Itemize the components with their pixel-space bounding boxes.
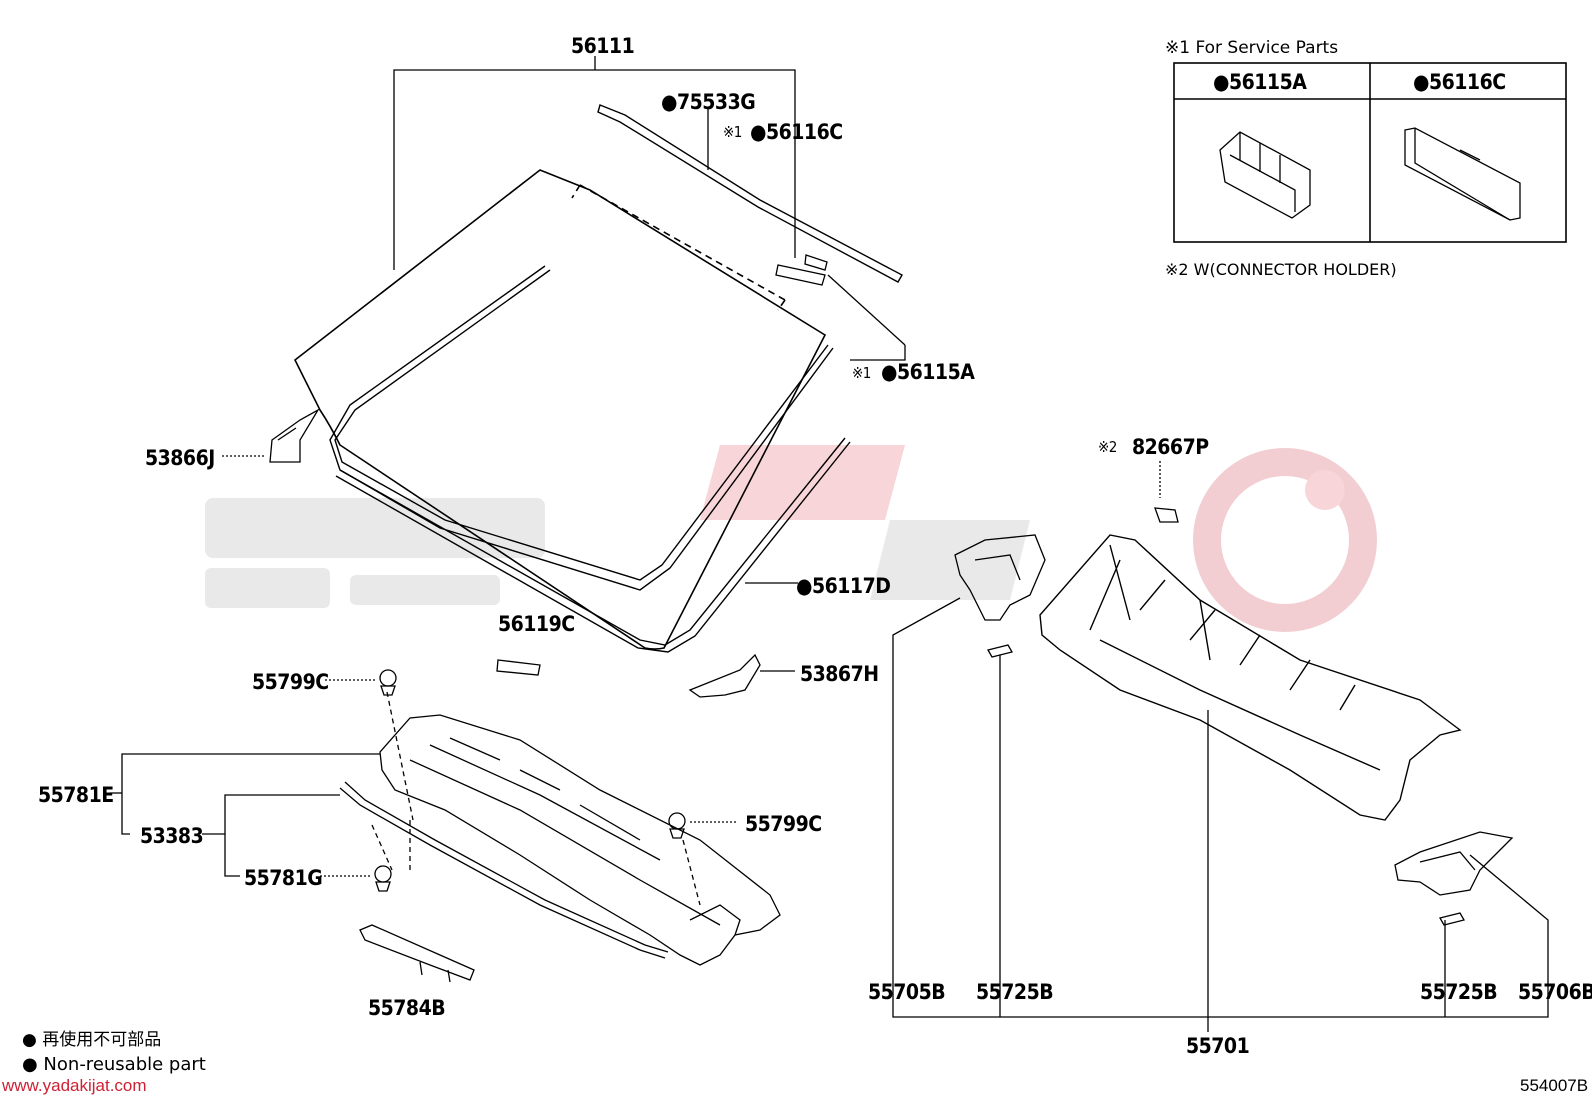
service-clips bbox=[496, 254, 828, 676]
diagram-code: 554007B bbox=[1520, 1076, 1589, 1095]
label-55781G: 55781G bbox=[244, 866, 323, 890]
bracket-55784B bbox=[359, 924, 475, 983]
label-56115A: ●56115A bbox=[881, 360, 975, 384]
cowl-louver-55781E bbox=[379, 714, 781, 966]
service-parts-title: ※1 For Service Parts bbox=[1165, 38, 1339, 58]
clip-82667P bbox=[1154, 507, 1179, 523]
seal-53383 bbox=[339, 781, 669, 959]
label-56119C: 56119C bbox=[498, 612, 575, 636]
service-part-56116C-icon bbox=[1404, 127, 1521, 221]
label-53866J: 53866J bbox=[145, 446, 215, 470]
label-55725B-left: 55725B bbox=[976, 980, 1054, 1004]
label-56117D: ●56117D bbox=[796, 574, 891, 598]
service-parts-table bbox=[1173, 62, 1567, 243]
watermark-url: www.yadakijat.com bbox=[2, 1076, 147, 1095]
windshield-glass bbox=[293, 169, 827, 650]
label-55706B: 55706B bbox=[1518, 980, 1592, 1004]
label-55705B: 55705B bbox=[868, 980, 946, 1004]
label-55701: 55701 bbox=[1186, 1034, 1250, 1058]
label-55781E: 55781E bbox=[38, 783, 114, 807]
service-parts-col1: ●56115A bbox=[1213, 70, 1307, 94]
label-55799C-right: 55799C bbox=[745, 812, 822, 836]
bracket-55705B bbox=[954, 534, 1046, 621]
clips-55799C bbox=[374, 669, 686, 892]
leader-lines bbox=[110, 56, 1549, 1032]
service-part-56115A-icon bbox=[1219, 131, 1311, 219]
service-parts-col2: ●56116C bbox=[1413, 70, 1506, 94]
cowl-panel-55701 bbox=[1039, 534, 1462, 821]
watermark-logo bbox=[205, 445, 1377, 632]
upper-molding-75533G bbox=[597, 104, 903, 283]
legend-jp: ● 再使用不可部品 bbox=[22, 1030, 162, 1050]
label-82667P-mark: ※2 bbox=[1098, 438, 1117, 456]
label-53867H: 53867H bbox=[800, 662, 879, 686]
label-56116C-mark: ※1 bbox=[723, 123, 742, 141]
label-56111: 56111 bbox=[571, 34, 635, 58]
label-82667P: 82667P bbox=[1132, 435, 1209, 459]
label-56115A-mark: ※1 bbox=[852, 364, 871, 382]
bracket-55706B bbox=[1394, 831, 1514, 896]
label-53383: 53383 bbox=[140, 824, 204, 848]
glass-seal-outer bbox=[335, 437, 851, 653]
bracket-53867H bbox=[688, 653, 761, 698]
service-parts-note: ※2 W(CONNECTOR HOLDER) bbox=[1165, 260, 1397, 279]
label-55725B-right: 55725B bbox=[1420, 980, 1498, 1004]
label-55784B: 55784B bbox=[368, 996, 446, 1020]
legend-en: ● Non-reusable part bbox=[22, 1054, 206, 1075]
label-75533G: ●75533G bbox=[661, 90, 756, 114]
bracket-53866J bbox=[269, 408, 320, 463]
label-55799C-top: 55799C bbox=[252, 670, 329, 694]
label-56116C: ●56116C bbox=[750, 120, 843, 144]
clips-55725B bbox=[987, 644, 1465, 926]
